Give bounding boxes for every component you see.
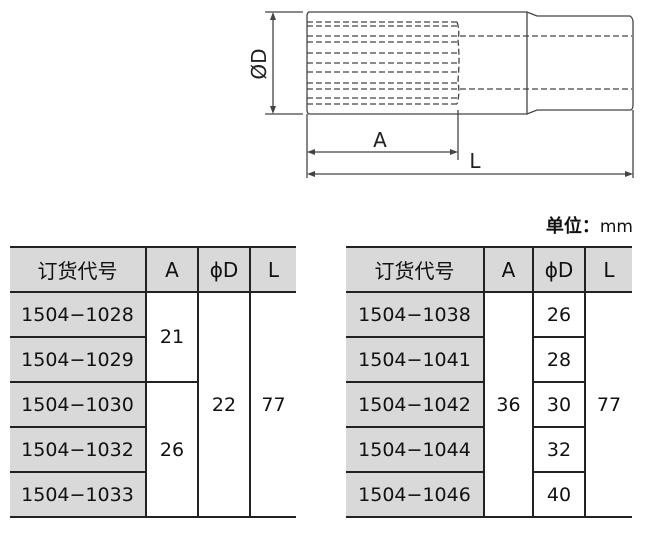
a-value: 36 [483, 291, 534, 518]
order-code: 1504−1042 [346, 381, 485, 428]
header-code: 订货代号 [10, 246, 147, 293]
table-row: 1504−1033 [10, 471, 296, 518]
order-code: 1504−1033 [10, 471, 146, 518]
d-value: 22 [197, 291, 251, 518]
socket-outline [306, 11, 634, 115]
l-label: L [469, 149, 481, 173]
order-code: 1504−1032 [10, 426, 146, 473]
order-code: 1504−1044 [346, 426, 485, 473]
a-value: 21 [145, 291, 199, 383]
hidden-lines [307, 21, 632, 105]
l-value: 77 [584, 291, 632, 518]
order-code: 1504−1028 [10, 291, 147, 338]
socket-dimension-drawing: ØD A L [247, 11, 634, 178]
header-d: ϕD [197, 246, 251, 293]
order-code: 1504−1046 [346, 471, 485, 518]
d-value: 40 [532, 471, 585, 518]
table-row: 1504−1042 30 [346, 381, 632, 428]
table-row: 1504−1046 40 [346, 471, 632, 518]
table-row: 1504−1029 [10, 336, 296, 383]
d-value: 26 [532, 291, 586, 338]
d-value: 28 [532, 336, 585, 383]
order-code: 1504−1041 [346, 336, 485, 383]
unit-label: 单位： [545, 216, 600, 237]
a-value: 26 [145, 381, 198, 518]
table-row: 1504−1032 [10, 426, 296, 473]
unit-value: mm [599, 217, 633, 237]
order-code: 1504−1030 [10, 381, 147, 428]
diameter-label: ØD [247, 48, 271, 79]
header-l: L [584, 246, 632, 293]
header-l: L [249, 246, 296, 293]
unit-note: 单位：mm [546, 212, 633, 238]
a-label: A [373, 128, 387, 152]
header-d: ϕD [532, 246, 586, 293]
d-value: 30 [532, 381, 585, 428]
header-code: 订货代号 [346, 246, 485, 293]
order-code: 1504−1029 [10, 336, 146, 383]
l-value: 77 [249, 291, 296, 518]
order-code: 1504−1038 [346, 291, 485, 338]
header-a: A [145, 246, 199, 293]
table-row: 1504−1044 32 [346, 426, 632, 473]
header-a: A [483, 246, 534, 293]
d-value: 32 [532, 426, 585, 473]
table-row: 1504−1041 28 [346, 336, 632, 383]
